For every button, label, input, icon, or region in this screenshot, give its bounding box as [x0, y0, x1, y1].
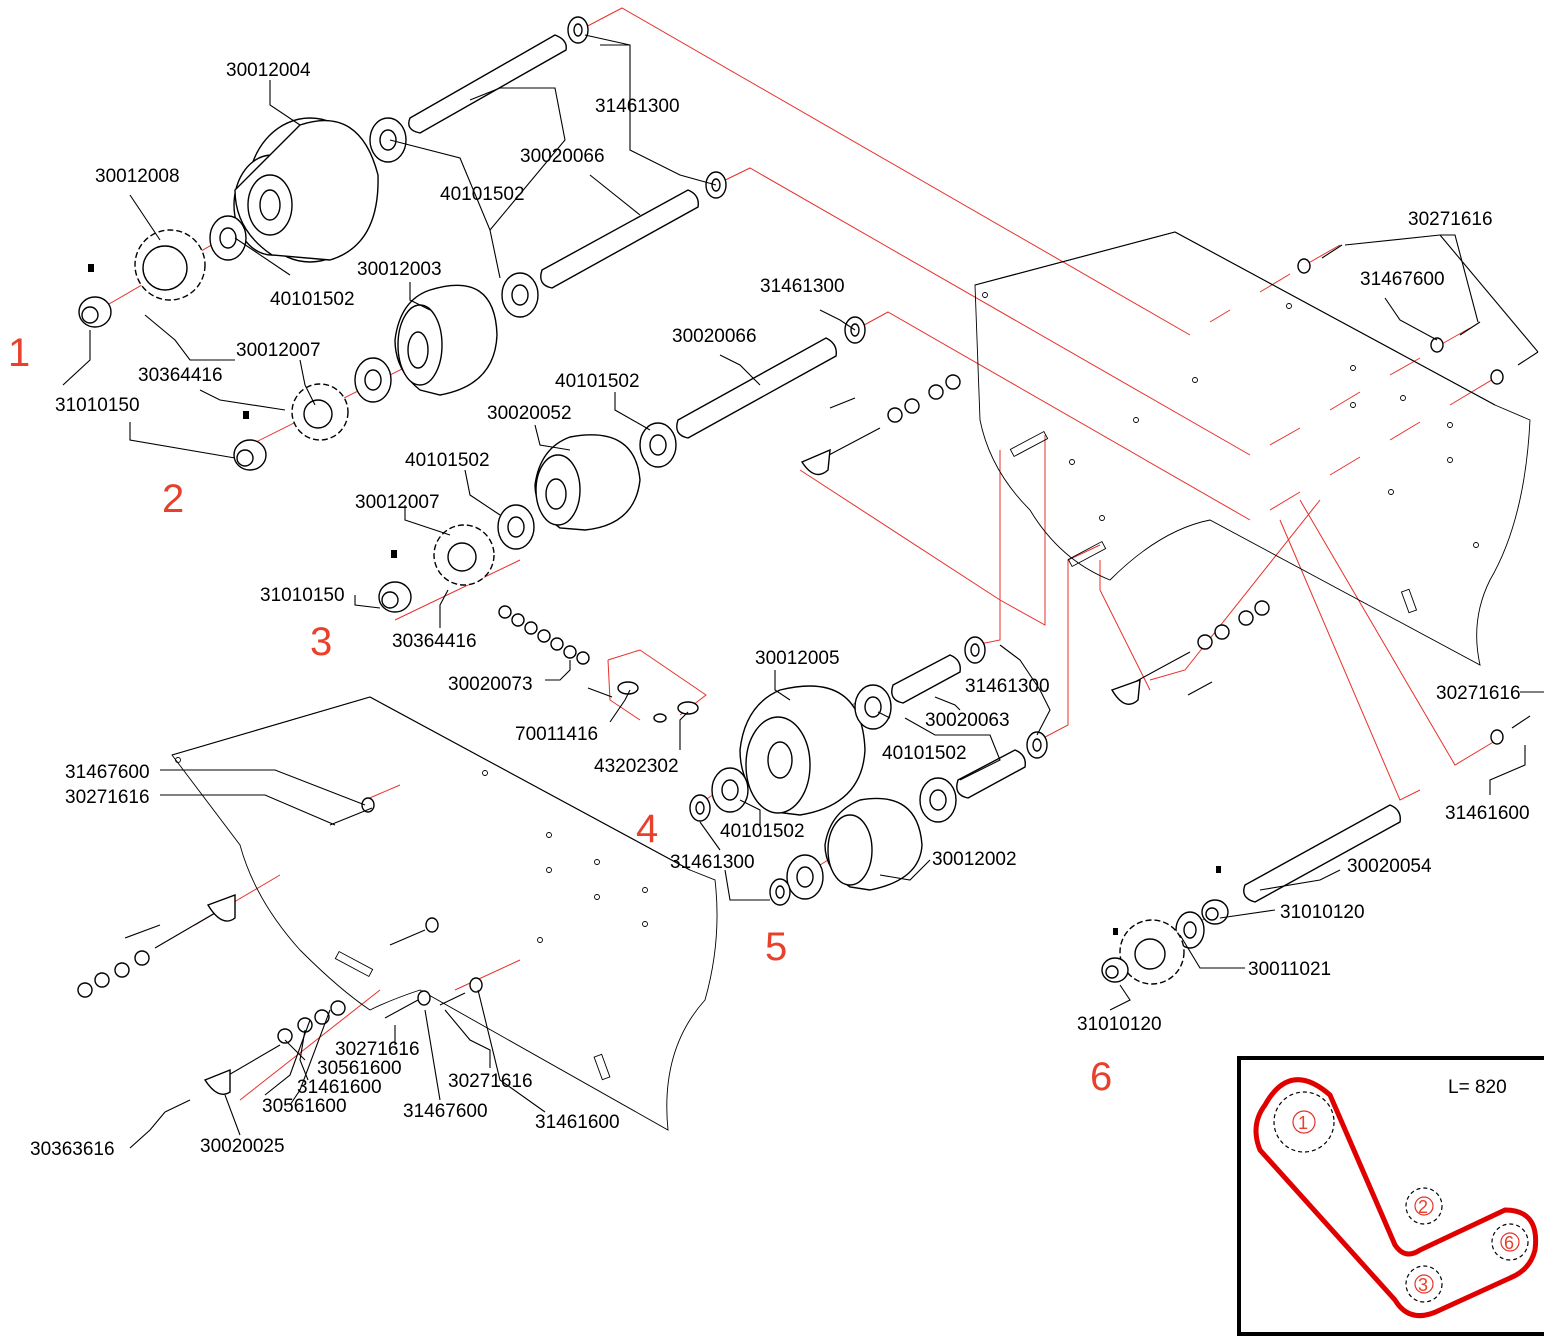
left-side-plate — [171, 696, 718, 1131]
label-30561600-a: 30561600 — [317, 1058, 402, 1079]
shafts — [408, 34, 1401, 903]
label-30012007-a: 30012007 — [236, 340, 321, 361]
label-31467600-c: 31467600 — [403, 1101, 488, 1122]
tensioner-assemblies — [77, 374, 1270, 1095]
washers — [361, 16, 1504, 1006]
label-30271616-e: 30271616 — [448, 1071, 533, 1092]
label-40101502-a: 40101502 — [440, 184, 525, 205]
label-43202302: 43202302 — [594, 756, 679, 777]
label-40101502-d: 40101502 — [405, 450, 490, 471]
inset-chain-path — [1253, 1077, 1539, 1319]
label-30012008: 30012008 — [95, 166, 180, 187]
label-30020066-a: 30020066 — [520, 146, 605, 167]
label-31461300-d: 31461300 — [670, 852, 755, 873]
roller-30012005 — [739, 685, 866, 816]
label-30271616-d: 30271616 — [335, 1039, 420, 1060]
label-31461300-b: 31461300 — [760, 276, 845, 297]
group-number-5: 5 — [765, 925, 787, 969]
label-31467600-b: 31467600 — [65, 762, 150, 783]
label-40101502-f: 40101502 — [720, 821, 805, 842]
group-number-2: 2 — [162, 477, 184, 521]
label-40101502-c: 40101502 — [555, 371, 640, 392]
group-number-1: 1 — [8, 331, 30, 375]
label-30363616: 30363616 — [30, 1139, 115, 1160]
label-30271616-a: 30271616 — [1408, 209, 1493, 230]
inset-chain-length: L= 820 — [1448, 1077, 1507, 1098]
label-30011021: 30011021 — [1248, 959, 1331, 980]
leader-lines — [62, 34, 1544, 1149]
label-30012005: 30012005 — [755, 648, 840, 669]
inset-sprocket-2-label: 2 — [1418, 1197, 1428, 1217]
roller-30012002 — [824, 797, 923, 891]
collars — [78, 264, 1229, 983]
inset-sprocket-6-label: 6 — [1504, 1233, 1514, 1253]
label-31010150-a: 31010150 — [55, 395, 140, 416]
label-30561600-b: 30561600 — [262, 1096, 347, 1117]
sprockets — [134, 229, 1185, 985]
label-30364416-b: 30364416 — [392, 631, 477, 652]
roller-30012004 — [233, 117, 379, 263]
label-30012007-b: 30012007 — [355, 492, 440, 513]
label-31461600-b: 31461600 — [297, 1077, 382, 1098]
inset-sprocket-1-label: 1 — [1298, 1113, 1308, 1133]
chain-routing-inset: L= 820 1 2 6 3 — [1237, 1056, 1544, 1336]
group-number-3: 3 — [310, 620, 332, 664]
right-side-plate — [974, 231, 1531, 666]
label-31467600-a: 31467600 — [1360, 269, 1445, 290]
label-30020066-b: 30020066 — [672, 326, 757, 347]
label-30020025: 30020025 — [200, 1136, 285, 1157]
label-30012002: 30012002 — [932, 849, 1017, 870]
inset-sprocket-6 — [1491, 1223, 1529, 1261]
label-31010120-b: 31010120 — [1077, 1014, 1162, 1035]
label-30020054: 30020054 — [1347, 856, 1432, 877]
inset-sprocket-3 — [1405, 1265, 1443, 1303]
label-31461300-c: 31461300 — [965, 676, 1050, 697]
label-40101502-e: 40101502 — [882, 743, 967, 764]
label-30012004: 30012004 — [226, 60, 311, 81]
label-30020052: 30020052 — [487, 403, 572, 424]
label-30364416-a: 30364416 — [138, 365, 223, 386]
label-31010150-b: 31010150 — [260, 585, 345, 606]
inset-sprocket-1 — [1273, 1091, 1335, 1153]
inset-sprocket-2 — [1405, 1187, 1443, 1225]
label-31461600-c: 31461600 — [535, 1112, 620, 1133]
label-31010120-a: 31010120 — [1280, 902, 1365, 923]
group-number-4: 4 — [636, 807, 658, 851]
label-30271616-b: 30271616 — [1436, 683, 1521, 704]
label-31461300-a: 31461300 — [595, 96, 680, 117]
roller-chain — [498, 605, 699, 723]
label-40101502-b: 40101502 — [270, 289, 355, 310]
label-70011416: 70011416 — [515, 724, 598, 745]
part-number-labels: 30012004 31461300 30020066 30012008 4010… — [30, 60, 1530, 1160]
bolts — [124, 244, 1539, 1113]
roller-30012003 — [394, 284, 498, 396]
inset-sprocket-3-label: 3 — [1418, 1275, 1428, 1295]
group-number-6: 6 — [1090, 1055, 1112, 1099]
roller-30020052 — [534, 434, 641, 531]
label-30012003: 30012003 — [357, 259, 442, 280]
label-30020063: 30020063 — [925, 710, 1010, 731]
label-30271616-c: 30271616 — [65, 787, 150, 808]
bearings — [209, 117, 1205, 949]
label-30020073: 30020073 — [448, 674, 533, 695]
label-31461600-a: 31461600 — [1445, 803, 1530, 824]
group-numbers: 1 2 3 4 5 6 — [8, 331, 1112, 1099]
